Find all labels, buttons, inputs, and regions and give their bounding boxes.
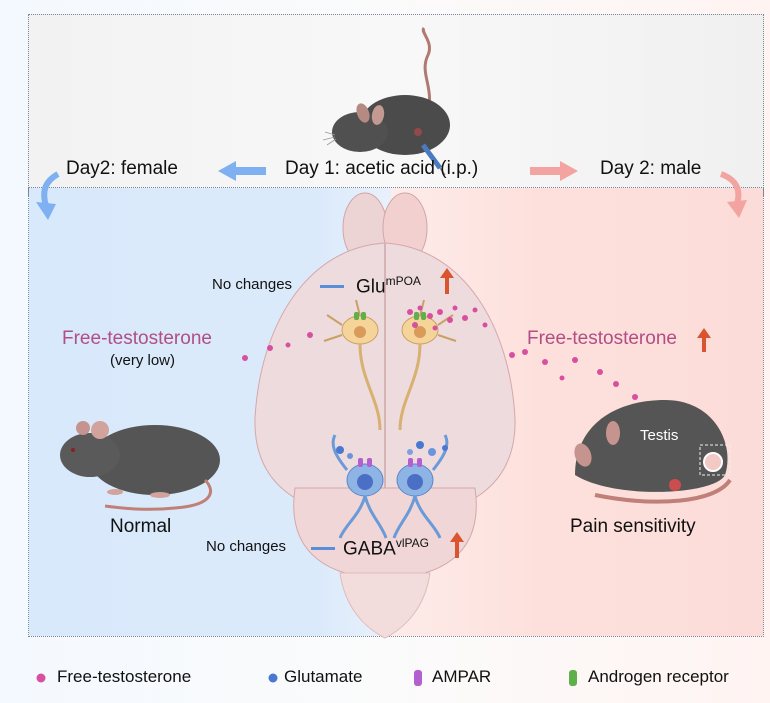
day2-male-label: Day 2: male	[600, 158, 702, 179]
glutamate-legend-icon	[268, 673, 278, 683]
androgen-receptor-legend-icon	[569, 670, 577, 686]
day2-female-label: Day2: female	[66, 158, 178, 179]
up-arrow-icon	[440, 268, 454, 294]
arrow-right-icon	[530, 161, 578, 181]
glu-region-text: mPOA	[385, 274, 421, 288]
glutamate-neurons-illustration	[323, 299, 457, 431]
glu-text: Glu	[356, 276, 386, 298]
day1-label: Day 1: acetic acid (i.p.)	[285, 158, 479, 179]
up-arrow-icon	[450, 532, 464, 558]
dash-icon	[311, 547, 335, 550]
legend: Free-testosterone Glutamate AMPAR Androg…	[22, 667, 762, 691]
male-testosterone-label: Free-testosterone	[527, 328, 677, 349]
gaba-region-text: vlPAG	[395, 536, 429, 550]
testosterone-legend-icon	[36, 673, 46, 683]
glu-no-changes-label: No changes	[212, 276, 293, 293]
gaba-neurons-illustration	[331, 434, 449, 539]
dash-icon	[320, 285, 344, 288]
female-testosterone-label: Free-testosterone	[62, 328, 212, 349]
gaba-text: GABA	[343, 538, 396, 560]
ampar-legend-icon	[414, 670, 422, 686]
legend-item-ampar: AMPAR	[432, 667, 492, 686]
gaba-no-changes-label: No changes	[206, 538, 287, 555]
curved-arrow-female-icon	[36, 171, 60, 220]
female-testosterone-note: (very low)	[110, 352, 176, 369]
gaba-vlpag-label: GABAvlPAG	[343, 536, 429, 560]
injected-mouse-illustration	[322, 26, 450, 176]
pain-mouse-illustration	[574, 400, 732, 504]
female-outcome-label: Normal	[110, 516, 172, 537]
glu-mpoa-label: GlumPOA	[356, 274, 421, 298]
legend-item-androgen-receptor: Androgen receptor	[588, 667, 729, 686]
curved-arrow-male-icon	[719, 171, 747, 218]
normal-mouse-illustration	[60, 421, 220, 511]
arrow-left-icon	[218, 161, 266, 181]
legend-item-free-testosterone: Free-testosterone	[57, 667, 192, 686]
legend-item-glutamate: Glutamate	[284, 667, 363, 686]
up-arrow-icon	[697, 328, 711, 352]
male-outcome-label: Pain sensitivity	[570, 516, 696, 537]
testosterone-particles	[242, 305, 638, 400]
testis-label: Testis	[640, 427, 679, 444]
